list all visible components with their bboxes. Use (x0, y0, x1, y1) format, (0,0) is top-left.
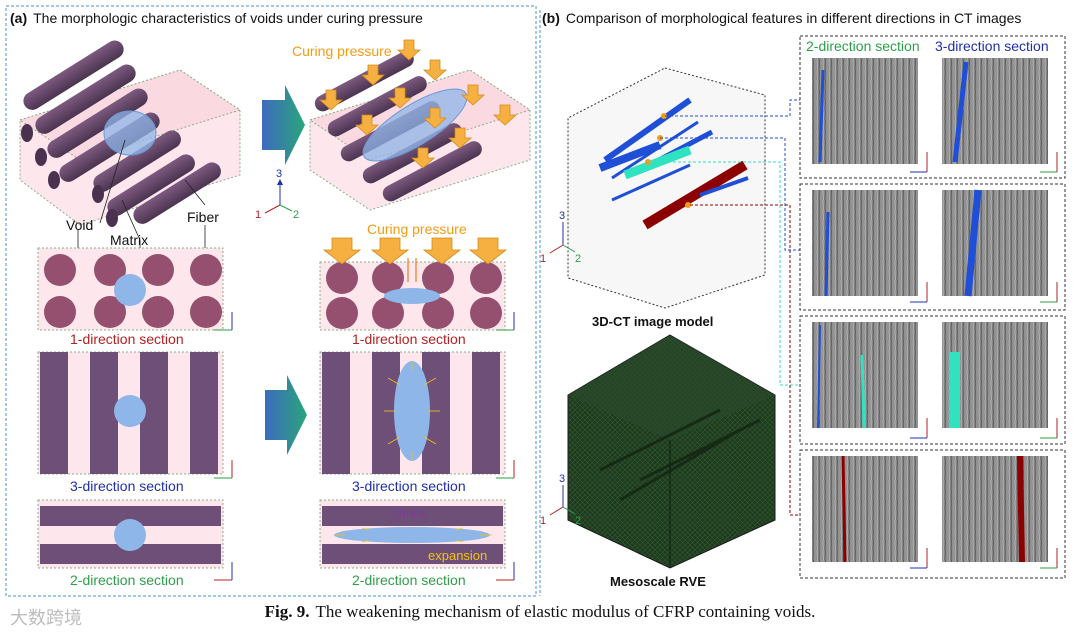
ct-model (567, 67, 766, 309)
section-3dir-left (37, 351, 224, 475)
section-1dir-left (37, 247, 224, 331)
panel-a-letter: (a) (10, 10, 28, 26)
curing-label-top: Curing pressure (292, 43, 392, 59)
label-shrink: shrink (392, 506, 427, 521)
ct-row-1 (799, 35, 1066, 179)
axis-a-1: 1 (255, 209, 261, 221)
ct-axis-3: 3 (559, 210, 565, 222)
rve-axis-3: 3 (559, 473, 565, 485)
axis-a-3: 3 (276, 168, 282, 180)
ct-row-3 (799, 315, 1066, 445)
left-composite-block (18, 40, 242, 227)
rve-axis-1: 1 (540, 515, 546, 527)
panel-a-frame (5, 5, 537, 597)
ct-row-4 (799, 449, 1066, 579)
axis-a-2: 2 (293, 209, 299, 221)
section-label-3dir-right: 3-direction section (352, 478, 466, 494)
caption-text: The weakening mechanism of elastic modul… (315, 602, 816, 621)
right-composite-block (308, 39, 532, 211)
transition-arrow-bottom (265, 375, 307, 455)
section-2dir-left (37, 499, 224, 569)
panel-b-letter: (b) (542, 10, 560, 26)
ct-axes (549, 222, 576, 254)
rve-axis-2: 2 (575, 515, 581, 527)
flattened-void (362, 88, 468, 162)
rve-label: Mesoscale RVE (610, 574, 706, 589)
label-fiber: Fiber (187, 209, 219, 225)
section-label-2dir-right: 2-direction section (352, 572, 466, 588)
ct-axis-2: 2 (575, 253, 581, 265)
section-2dir-right (319, 499, 506, 569)
caption-fig: Fig. 9. (264, 602, 310, 621)
ct-small-axes (910, 152, 1058, 569)
watermark: 大数跨境 (10, 608, 82, 629)
col2-header: 2-direction section (806, 38, 920, 54)
section-label-1dir-right: 1-direction section (352, 331, 466, 347)
figure: Curing pressure Curing pressure Void Mat… (5, 5, 1066, 597)
curing-label-mid: Curing pressure (367, 221, 467, 237)
figure-caption: Fig. 9. The weakening mechanism of elasti… (0, 602, 1080, 622)
section-3dir-right (319, 351, 506, 475)
section-label-2dir-left: 2-direction section (70, 572, 184, 588)
axes-triad-a (264, 179, 293, 214)
ct-axis-1: 1 (540, 253, 546, 265)
col3-header: 3-direction section (935, 38, 1049, 54)
ct-row-2 (799, 183, 1066, 311)
panel-b-title-text: Comparison of morphological features in … (565, 10, 1022, 26)
label-void: Void (66, 217, 93, 233)
section-1dir-right (319, 237, 508, 331)
transition-arrow-top (262, 85, 305, 165)
pressure-arrows-3d (318, 39, 518, 169)
panel-a-title-text: The morphologic characteristics of voids… (33, 10, 423, 26)
label-matrix: Matrix (110, 232, 148, 248)
section-label-1dir-left: 1-direction section (70, 331, 184, 347)
ct-model-label: 3D-CT image model (592, 314, 713, 329)
section-label-3dir-left: 3-direction section (70, 478, 184, 494)
small-axes-a (214, 312, 515, 581)
rve-cube (567, 334, 776, 569)
panel-b-title: (b) Comparison of morphological features … (542, 10, 1021, 26)
rve-axes (549, 485, 576, 516)
panel-a-title: (a) The morphologic characteristics of vo… (10, 10, 423, 26)
connectors (648, 99, 800, 516)
label-expansion: expansion (428, 548, 487, 563)
void-ellipsoid (103, 110, 157, 156)
